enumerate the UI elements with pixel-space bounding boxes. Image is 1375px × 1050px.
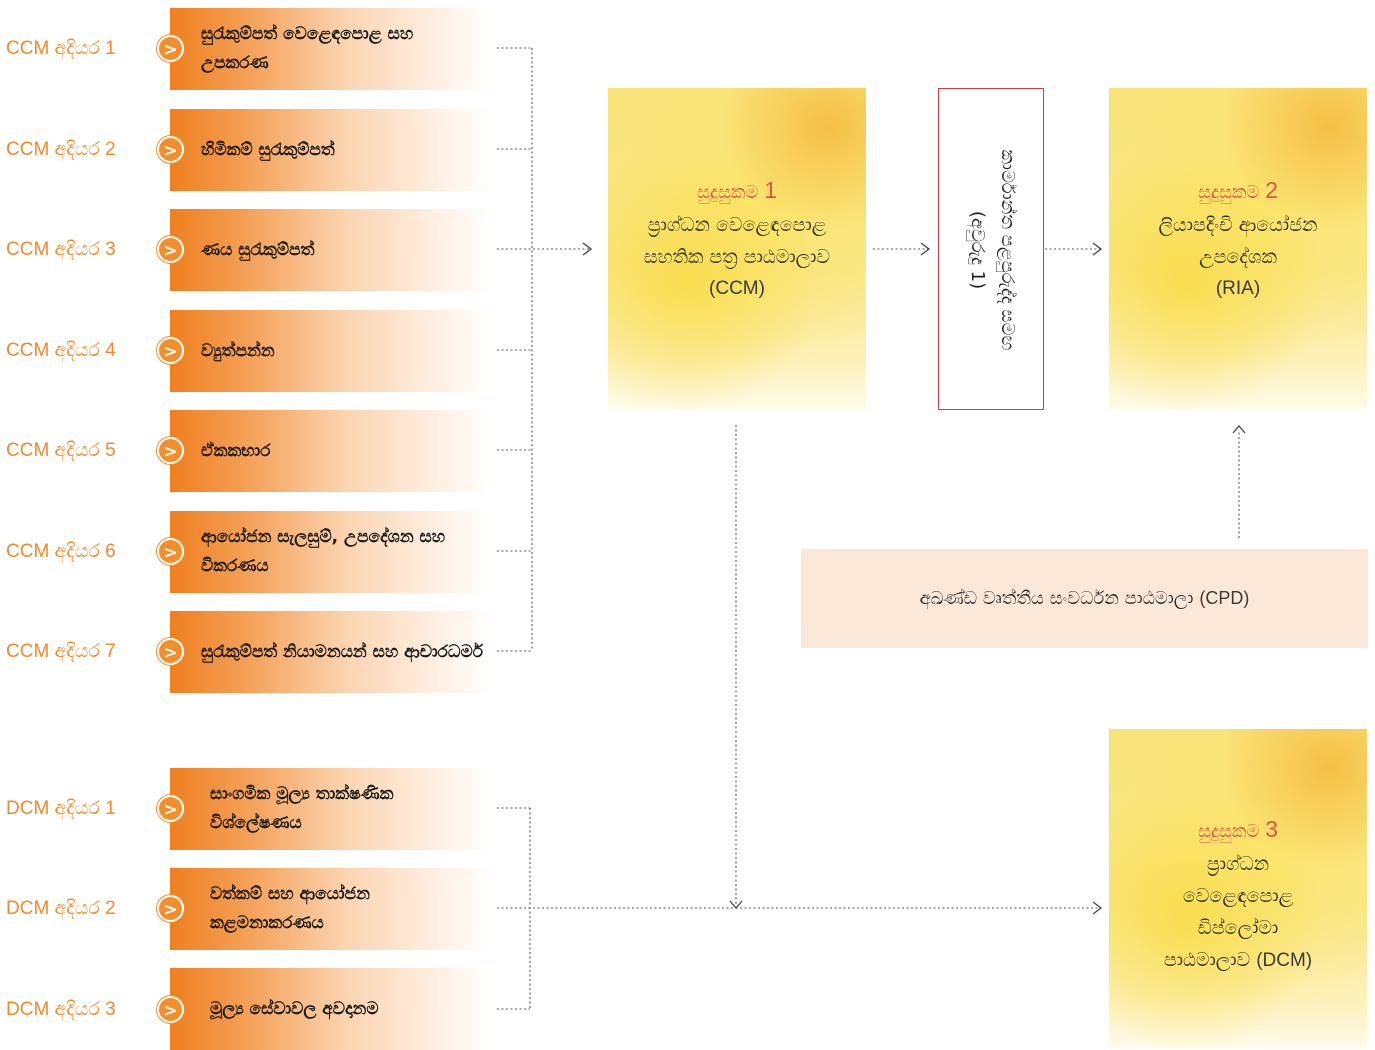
module-title: සුරැකුම්පත් නියාමනයන් සහ ආචාරධර්ම bbox=[201, 641, 484, 662]
module-box: සුරැකුම්පත් නියාමනයන් සහ ආචාරධර්ම bbox=[170, 611, 494, 693]
cpd-code: (CPD) bbox=[1199, 588, 1250, 608]
level-label: CCM අදියර 5 bbox=[6, 440, 116, 461]
level-label: CCM අදියර 1 bbox=[6, 38, 116, 59]
chevron-right-icon: > bbox=[157, 35, 184, 62]
qualification-label: සුදුසුකම bbox=[697, 182, 759, 203]
qualification-1-card: සුදුසුකම 1 ප්‍රාග්ධන වෙළෙඳපොළ සහතික පත්‍… bbox=[608, 88, 866, 410]
module-box: ව්‍යුත්පන්න bbox=[170, 310, 494, 392]
qualification-number: 3 bbox=[1265, 816, 1278, 842]
module-box: හිමිකම් සුරැකුම්පත් bbox=[170, 109, 494, 191]
module-box: මූල්‍ය සේවාවල අවදානම bbox=[170, 968, 494, 1050]
qualification-label: සුදුසුකම bbox=[1198, 182, 1260, 203]
chevron-right-icon: > bbox=[157, 136, 184, 163]
module-box: සුරැකුම්පත් වෙළෙඳපොළ සහ උපකරණ bbox=[170, 8, 494, 90]
experience-duration: (අවුරුදු 1) bbox=[967, 210, 988, 290]
cpd-text: අඛණ්ඩ වෘත්තීය සංවර්ධන පාඨමාලා bbox=[919, 588, 1194, 609]
level-label: CCM අදියර 4 bbox=[6, 340, 116, 361]
qualification-line: ප්‍රාග්ධන bbox=[1206, 853, 1270, 875]
experience-line: කාර්මාන්ත පළපුරුද්ද සමඟ bbox=[997, 149, 1018, 351]
qualification-heading: සුදුසුකම 3 bbox=[1109, 813, 1367, 848]
qualification-line: උපදේශක bbox=[1199, 246, 1277, 268]
module-title: ණය සුරැකුම්පත් bbox=[201, 239, 315, 260]
qualification-line: ලියාපදිංචි ආයෝජන bbox=[1158, 214, 1318, 236]
chevron-right-icon: > bbox=[157, 795, 184, 822]
module-title: මූල්‍ය සේවාවල අවදානම bbox=[210, 998, 379, 1019]
chevron-right-icon: > bbox=[157, 895, 184, 922]
level-label: CCM අදියර 7 bbox=[6, 641, 116, 662]
qualification-3-card: සුදුසුකම 3 ප්‍රාග්ධන වෙළෙඳපොළ ඩිප්ලෝමා ප… bbox=[1109, 729, 1367, 1048]
industry-experience-box: කාර්මාන්ත පළපුරුද්ද සමඟ (අවුරුදු 1) bbox=[938, 88, 1044, 410]
module-box: සාංගමික මූල්‍ය තාක්ෂණික විශ්ලේෂණය bbox=[170, 768, 494, 850]
qualification-line: පාඨමාලාව (DCM) bbox=[1109, 944, 1367, 977]
chevron-right-icon: > bbox=[157, 236, 184, 263]
level-label: DCM අදියර 1 bbox=[6, 798, 116, 819]
qualification-number: 1 bbox=[764, 177, 777, 203]
level-label: CCM අදියර 2 bbox=[6, 139, 116, 160]
qualification-code: (RIA) bbox=[1215, 278, 1261, 299]
module-box: ඒකකභාර bbox=[170, 410, 494, 492]
qualification-heading: සුදුසුකම 2 bbox=[1109, 174, 1367, 209]
qualification-heading: සුදුසුකම 1 bbox=[608, 174, 866, 209]
chevron-right-icon: > bbox=[157, 996, 184, 1023]
qualification-line-text: පාඨමාලාව bbox=[1163, 949, 1251, 971]
qualification-code: (DCM) bbox=[1256, 950, 1313, 971]
chevron-right-icon: > bbox=[157, 437, 184, 464]
module-box: වත්කම් සහ ආයෝජන කළමනාකරණය bbox=[170, 868, 494, 950]
chevron-right-icon: > bbox=[157, 538, 184, 565]
qualification-number: 2 bbox=[1265, 177, 1278, 203]
qualification-code: (CCM) bbox=[709, 278, 765, 299]
qualification-line: ප්‍රාග්ධන වෙළෙඳපොළ bbox=[647, 214, 827, 236]
module-title: ආයෝජන සැලසුම්, උපදේශන සහ විකරණය bbox=[201, 527, 446, 576]
qualification-line: වෙළෙඳපොළ bbox=[1182, 885, 1294, 907]
module-title: ඒකකභාර bbox=[201, 440, 271, 461]
level-label: CCM අදියර 6 bbox=[6, 541, 116, 562]
level-label: DCM අදියර 3 bbox=[6, 999, 116, 1020]
module-title: සුරැකුම්පත් වෙළෙඳපොළ සහ උපකරණ bbox=[201, 24, 414, 73]
module-box: ණය සුරැකුම්පත් bbox=[170, 209, 494, 291]
qualification-2-card: සුදුසුකම 2 ලියාපදිංචි ආයෝජන උපදේශක (RIA) bbox=[1109, 88, 1367, 410]
level-label: DCM අදියර 2 bbox=[6, 898, 116, 919]
qualification-line: ඩිප්ලෝමා bbox=[1197, 917, 1279, 939]
module-box: ආයෝජන සැලසුම්, උපදේශන සහ විකරණය bbox=[170, 511, 494, 593]
qualification-line: සහතික පත්‍ර පාඨමාලාව bbox=[643, 246, 831, 268]
cpd-box: අඛණ්ඩ වෘත්තීය සංවර්ධන පාඨමාලා (CPD) bbox=[801, 549, 1368, 648]
module-title: හිමිකම් සුරැකුම්පත් bbox=[201, 139, 335, 160]
industry-experience-text: කාර්මාන්ත පළපුරුද්ද සමඟ (අවුරුදු 1) bbox=[962, 100, 1022, 400]
chevron-right-icon: > bbox=[157, 638, 184, 665]
level-label: CCM අදියර 3 bbox=[6, 239, 116, 260]
chevron-right-icon: > bbox=[157, 337, 184, 364]
module-title: වත්කම් සහ ආයෝජන කළමනාකරණය bbox=[210, 884, 370, 933]
module-title: සාංගමික මූල්‍ය තාක්ෂණික විශ්ලේෂණය bbox=[210, 784, 394, 833]
module-title: ව්‍යුත්පන්න bbox=[201, 340, 275, 361]
qualification-label: සුදුසුකම bbox=[1198, 821, 1260, 842]
